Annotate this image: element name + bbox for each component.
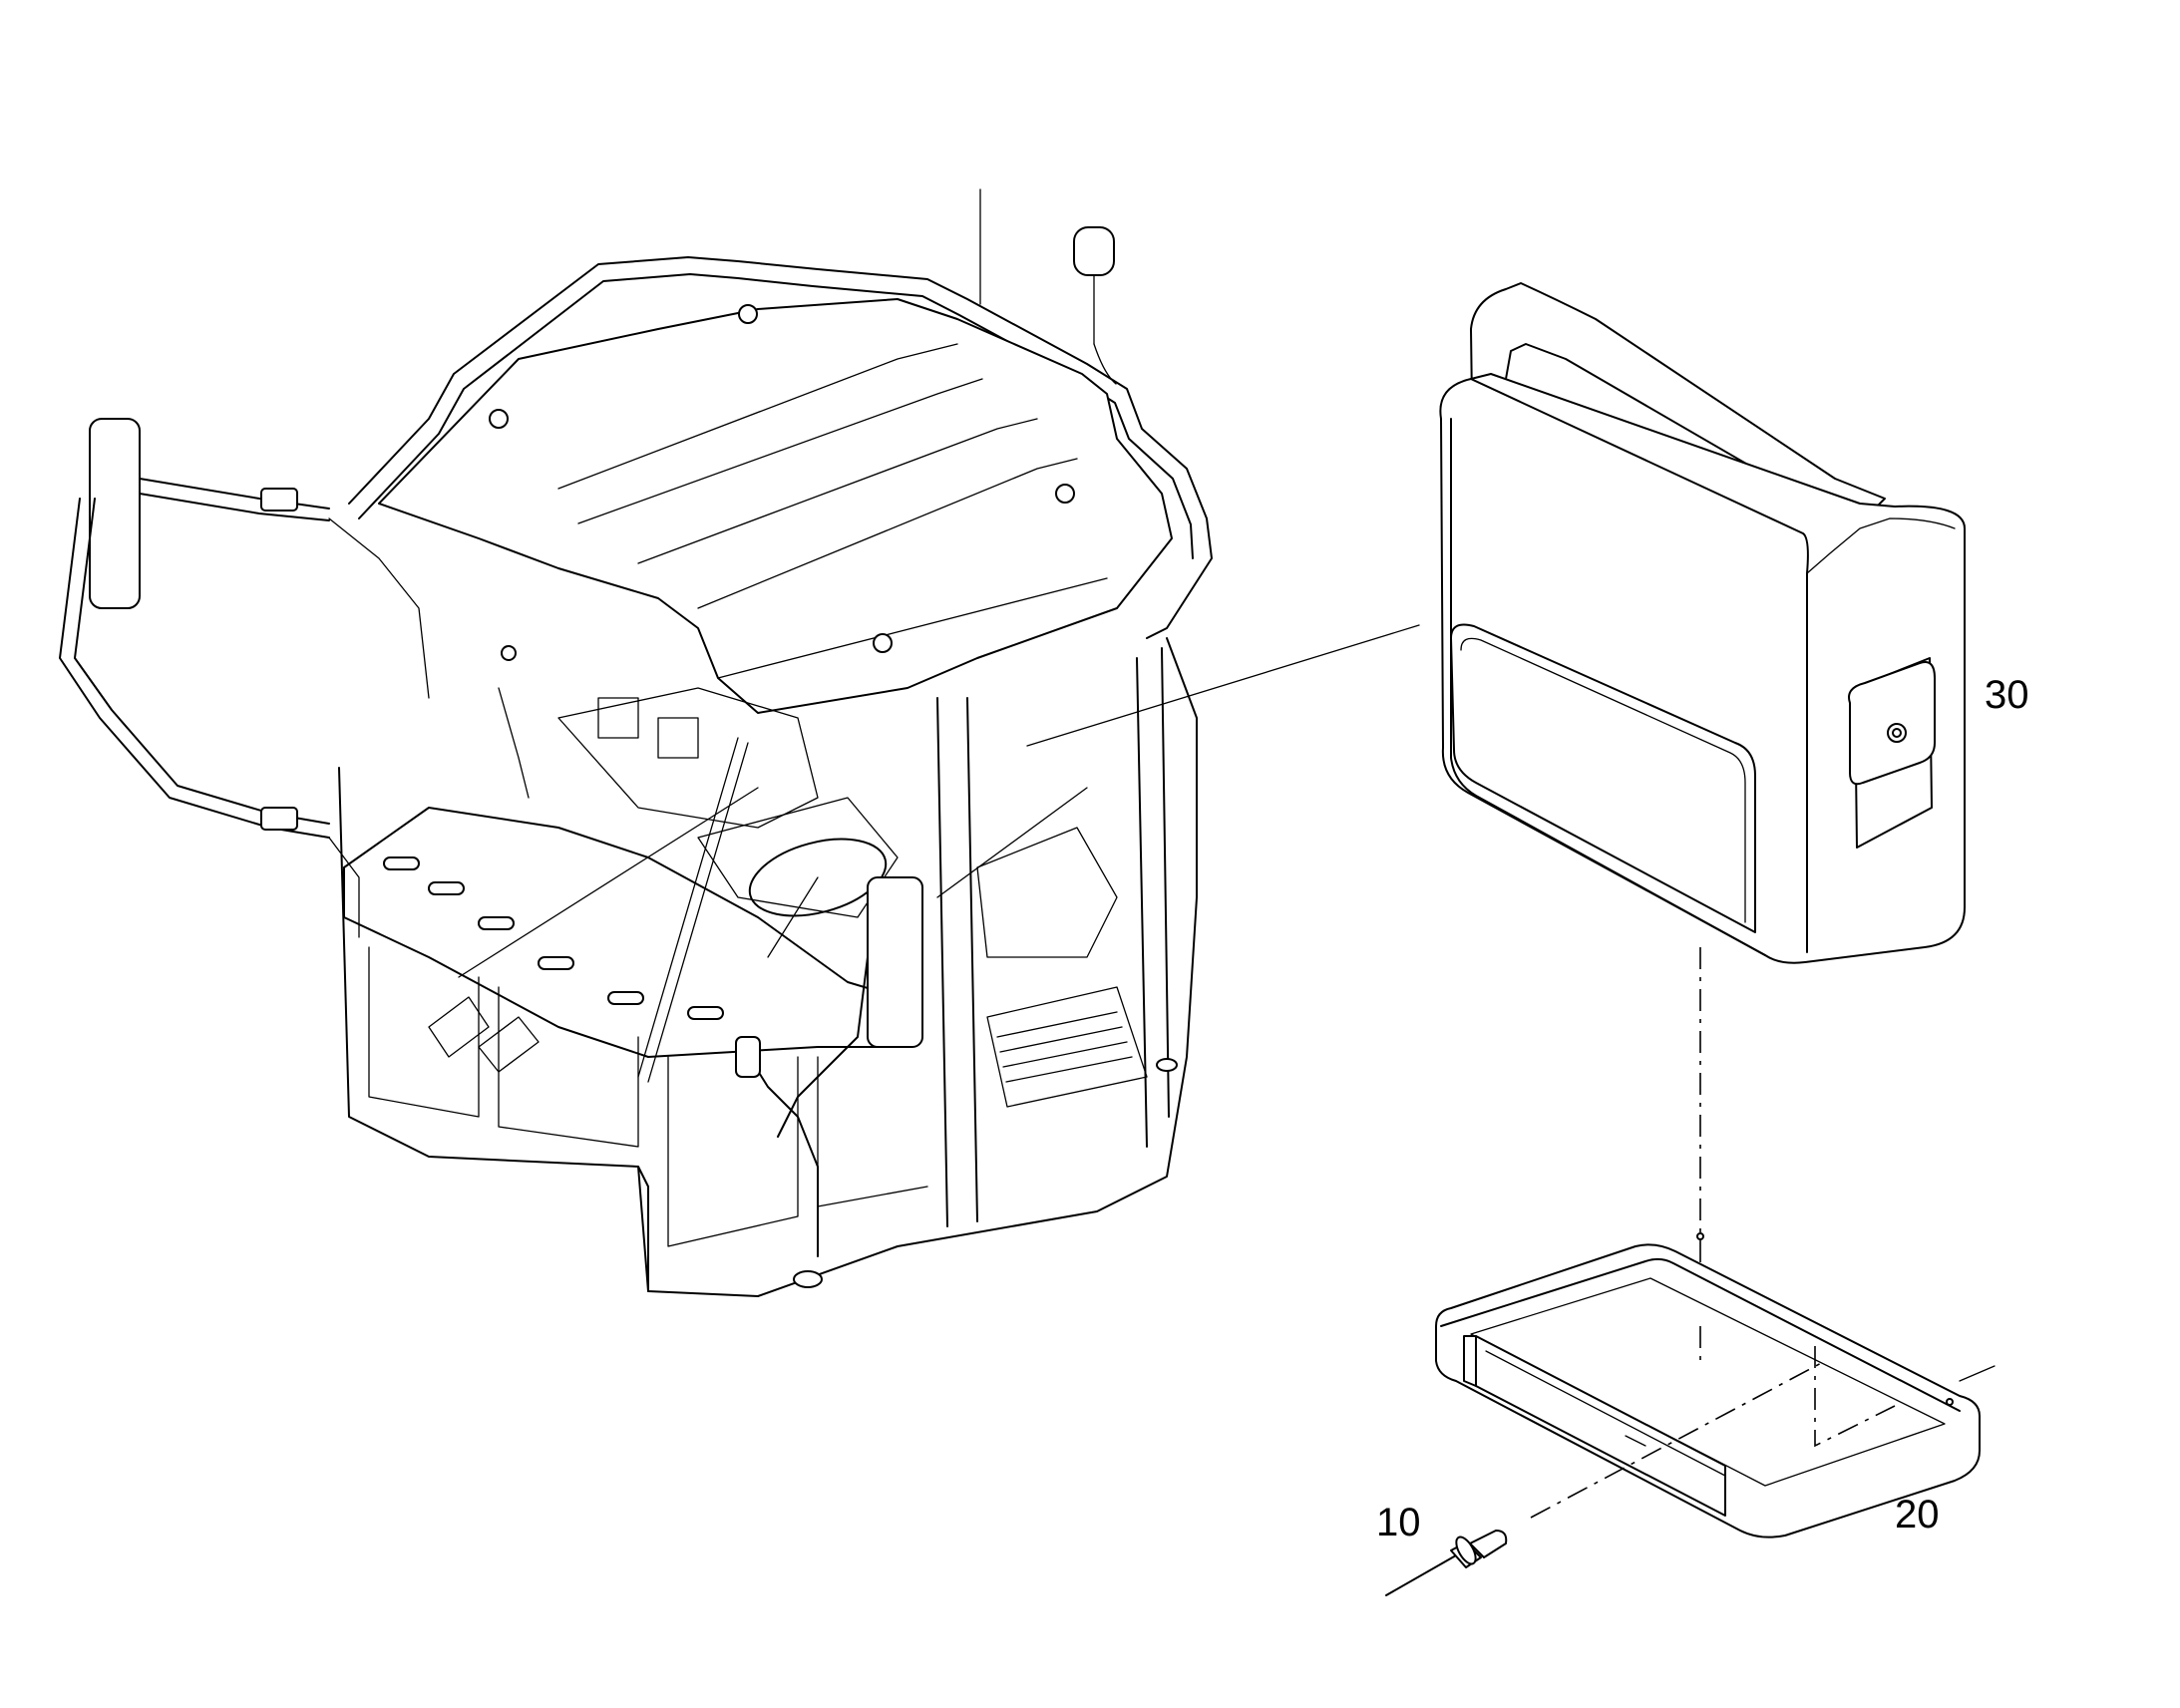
bag-mounting-tray-illustration (1435, 1232, 1996, 1538)
blind-rivet-illustration (1385, 1530, 1508, 1596)
callout-number-30: 30 (1985, 673, 2029, 717)
callout-leader-line (1026, 624, 1420, 747)
callout-number-10: 10 (1376, 1501, 1421, 1544)
storage-bag-illustration (1439, 282, 1966, 964)
callout-number-20: 20 (1895, 1493, 1940, 1537)
rivet-axis-line (1530, 1360, 1826, 1519)
cab-assembly-illustration (59, 188, 1213, 1297)
